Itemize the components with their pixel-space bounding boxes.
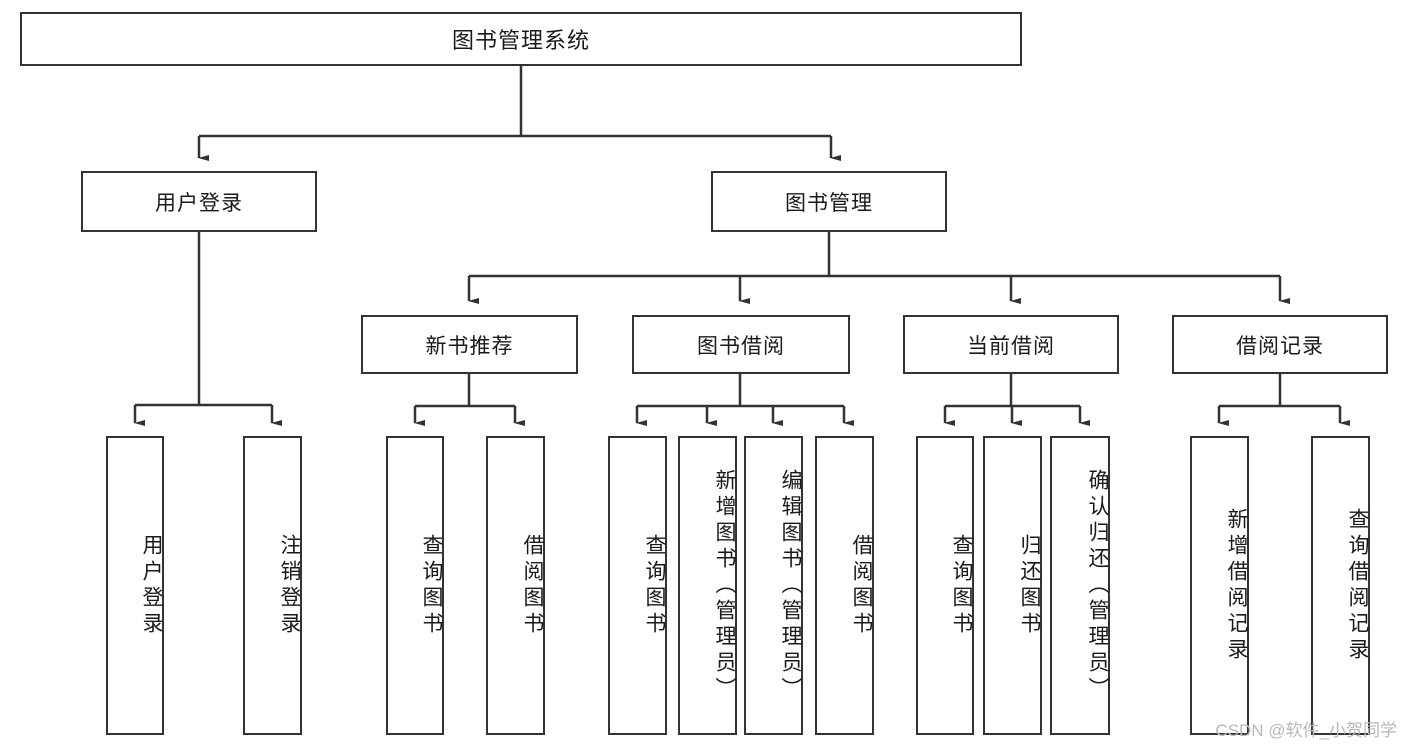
node-label: 注销登录 (278, 533, 301, 638)
leaf-query-borrow-record[interactable]: 查询借阅记录 (1311, 436, 1370, 735)
node-label: 图书管理 (785, 191, 873, 215)
node-label: 借阅图书 (850, 533, 873, 638)
node-user-login[interactable]: 用户登录 (81, 171, 317, 232)
node-current-borrow[interactable]: 当前借阅 (903, 315, 1119, 374)
leaf-query-book-current[interactable]: 查询图书 (916, 436, 974, 735)
node-label: 借阅图书 (521, 533, 544, 638)
node-label: 归还图书 (1018, 533, 1041, 638)
node-label: 图书管理系统 (451, 28, 590, 53)
node-label: 确认归还（管理员） (1086, 468, 1109, 703)
leaf-logout[interactable]: 注销登录 (243, 436, 302, 735)
node-label: 用户登录 (140, 533, 163, 638)
node-borrow-records[interactable]: 借阅记录 (1172, 315, 1388, 374)
node-book-management[interactable]: 图书管理 (711, 171, 947, 232)
node-label: 图书借阅 (697, 334, 785, 358)
leaf-confirm-return-admin[interactable]: 确认归还（管理员） (1050, 436, 1110, 735)
leaf-borrow-book[interactable]: 借阅图书 (815, 436, 874, 735)
leaf-return-book[interactable]: 归还图书 (983, 436, 1042, 735)
node-label: 查询图书 (420, 533, 443, 638)
leaf-user-login[interactable]: 用户登录 (106, 436, 164, 735)
node-label: 查询图书 (950, 533, 973, 638)
node-label: 查询图书 (643, 533, 666, 638)
node-label: 查询借阅记录 (1346, 507, 1369, 664)
node-label: 当前借阅 (967, 334, 1055, 358)
node-label: 新增图书（管理员） (713, 468, 736, 703)
node-root-system[interactable]: 图书管理系统 (20, 12, 1022, 66)
node-label: 新增借阅记录 (1225, 507, 1248, 664)
leaf-query-book-borrow[interactable]: 查询图书 (608, 436, 667, 735)
watermark: CSDN @软件_小贺同学 (1215, 721, 1397, 740)
node-book-borrow[interactable]: 图书借阅 (632, 315, 850, 374)
node-new-book-recommend[interactable]: 新书推荐 (361, 315, 578, 374)
node-label: 用户登录 (155, 191, 243, 215)
node-label: 借阅记录 (1236, 334, 1324, 358)
leaf-add-book-admin[interactable]: 新增图书（管理员） (678, 436, 737, 735)
node-label: 新书推荐 (425, 334, 514, 358)
leaf-query-book-recommend[interactable]: 查询图书 (386, 436, 444, 735)
leaf-add-borrow-record[interactable]: 新增借阅记录 (1190, 436, 1249, 735)
node-label: 编辑图书（管理员） (779, 468, 802, 703)
leaf-borrow-book-recommend[interactable]: 借阅图书 (486, 436, 545, 735)
leaf-edit-book-admin[interactable]: 编辑图书（管理员） (744, 436, 803, 735)
